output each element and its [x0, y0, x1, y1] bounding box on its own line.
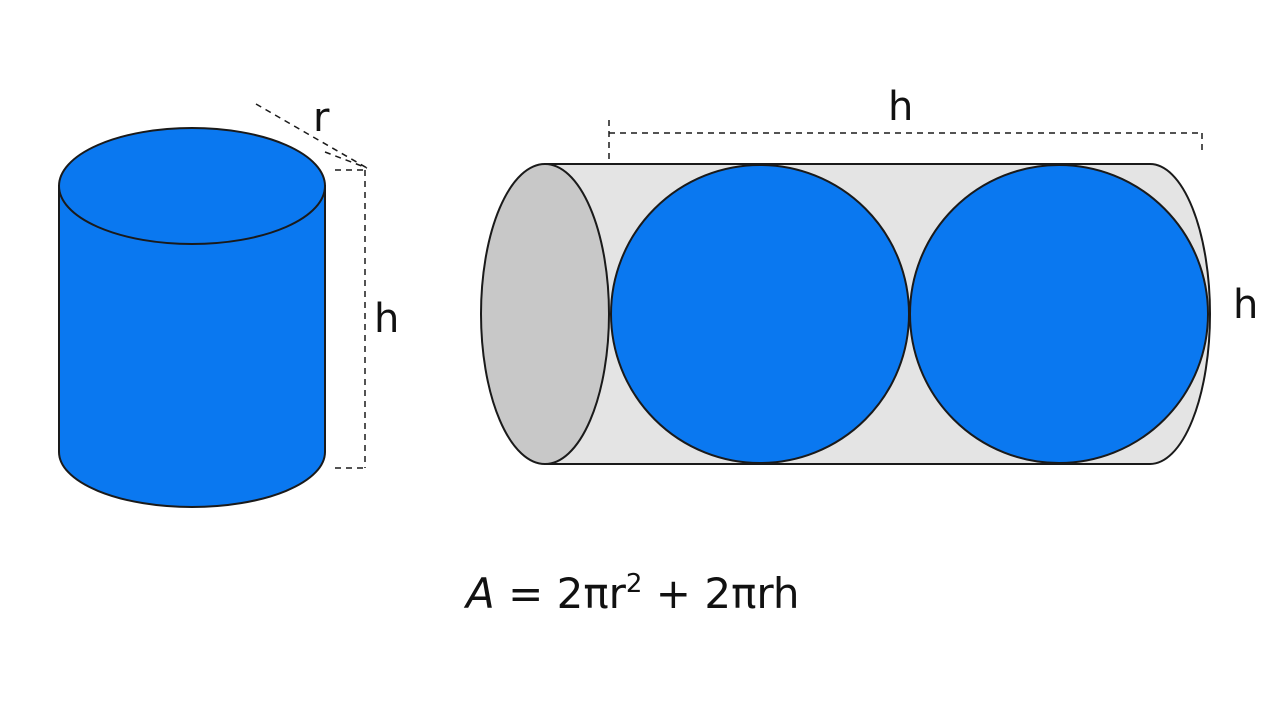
- cylinder-top-face: [58, 127, 326, 245]
- cylinder-height-guide: [335, 169, 366, 469]
- formula-rest: + 2πrh: [642, 569, 799, 618]
- formula-lhs: A: [463, 569, 495, 618]
- formula-equals: = 2πr: [495, 569, 627, 618]
- cylinder-height-label: h: [374, 296, 399, 342]
- formula-exponent: 2: [626, 569, 643, 599]
- right-height-label: h: [1233, 282, 1258, 328]
- length-guide: [608, 120, 1203, 164]
- radius-guide: [255, 103, 368, 169]
- cylinder-end-face: [480, 163, 610, 465]
- radius-dash-line-2: [324, 151, 368, 169]
- radius-label: r: [313, 95, 330, 141]
- cylinder: [58, 127, 326, 508]
- base-circle-2: [909, 164, 1209, 464]
- horizontal-cylinder: [480, 163, 1211, 465]
- surface-area-formula: A = 2πr2 + 2πrh: [463, 569, 800, 618]
- top-height-label: h: [888, 84, 913, 130]
- base-circle-1: [610, 164, 910, 464]
- cylinder-body: [58, 185, 326, 508]
